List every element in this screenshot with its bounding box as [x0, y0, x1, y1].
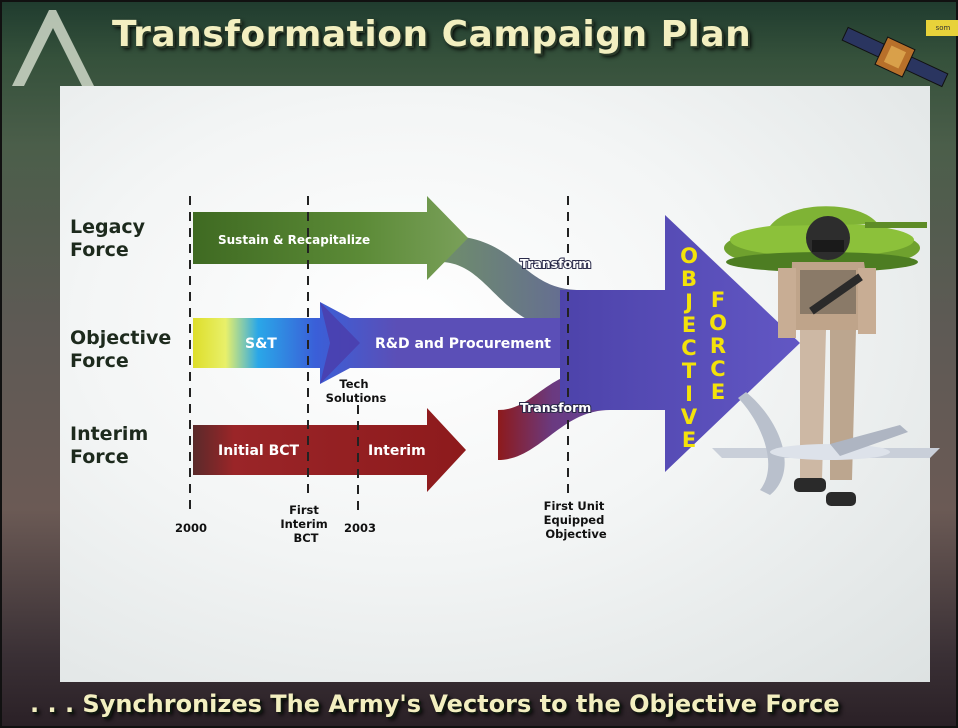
svg-text:T: T — [682, 359, 697, 383]
interim-arrow — [193, 408, 466, 492]
objective-force-label: Objective Force — [70, 327, 178, 372]
first-unit-equipped-label: First Unit Equipped Objective — [544, 499, 609, 541]
soldier-illustration — [778, 216, 876, 506]
footer-tagline: . . . Synchronizes The Army's Vectors to… — [30, 690, 840, 718]
corner-tag: som — [926, 20, 958, 36]
svg-text:E: E — [682, 313, 696, 337]
svg-text:E: E — [711, 380, 725, 404]
year-2000-label: 2000 — [175, 521, 207, 535]
legacy-arrow — [193, 196, 468, 280]
objective-arrow — [193, 302, 600, 384]
svg-text:J: J — [683, 290, 693, 314]
st-label: S&T — [245, 336, 277, 352]
uav-illustration — [712, 392, 940, 495]
army-logo-mark — [12, 10, 94, 86]
diagram-panel — [60, 86, 930, 682]
interim-force-label: Interim Force — [70, 423, 155, 468]
first-interim-bct-label: First Interim BCT — [280, 503, 331, 545]
svg-text:B: B — [681, 267, 697, 291]
st-chevron — [320, 302, 360, 384]
svg-text:R: R — [710, 334, 726, 358]
svg-text:C: C — [710, 357, 725, 381]
objective-force-arrow — [560, 215, 800, 472]
satellite-illustration — [841, 26, 949, 88]
initial-bct-label: Initial BCT — [218, 443, 300, 459]
transform-label-lower: Transform — [520, 400, 591, 415]
transform-label-upper: Transform — [520, 256, 591, 271]
svg-text:C: C — [681, 336, 696, 360]
page-title: Transformation Campaign Plan — [112, 14, 752, 55]
year-2003-label: 2003 — [344, 521, 376, 535]
svg-text:V: V — [681, 405, 698, 429]
svg-text:I: I — [685, 382, 693, 406]
legacy-arrow-label: Sustain & Recapitalize — [218, 233, 370, 247]
svg-text:O: O — [680, 244, 698, 268]
tech-solutions-label: Tech Solutions — [326, 377, 387, 405]
svg-text:F: F — [711, 288, 725, 312]
interim-arrow-label: Interim — [368, 443, 426, 459]
legacy-force-label: Legacy Force — [70, 216, 152, 261]
rd-procurement-label: R&D and Procurement — [375, 336, 551, 352]
svg-text:E: E — [682, 428, 696, 452]
force-word: F O R C E — [709, 288, 727, 404]
svg-text:O: O — [709, 311, 727, 335]
objective-word: O B J E C T I V E — [680, 244, 698, 452]
